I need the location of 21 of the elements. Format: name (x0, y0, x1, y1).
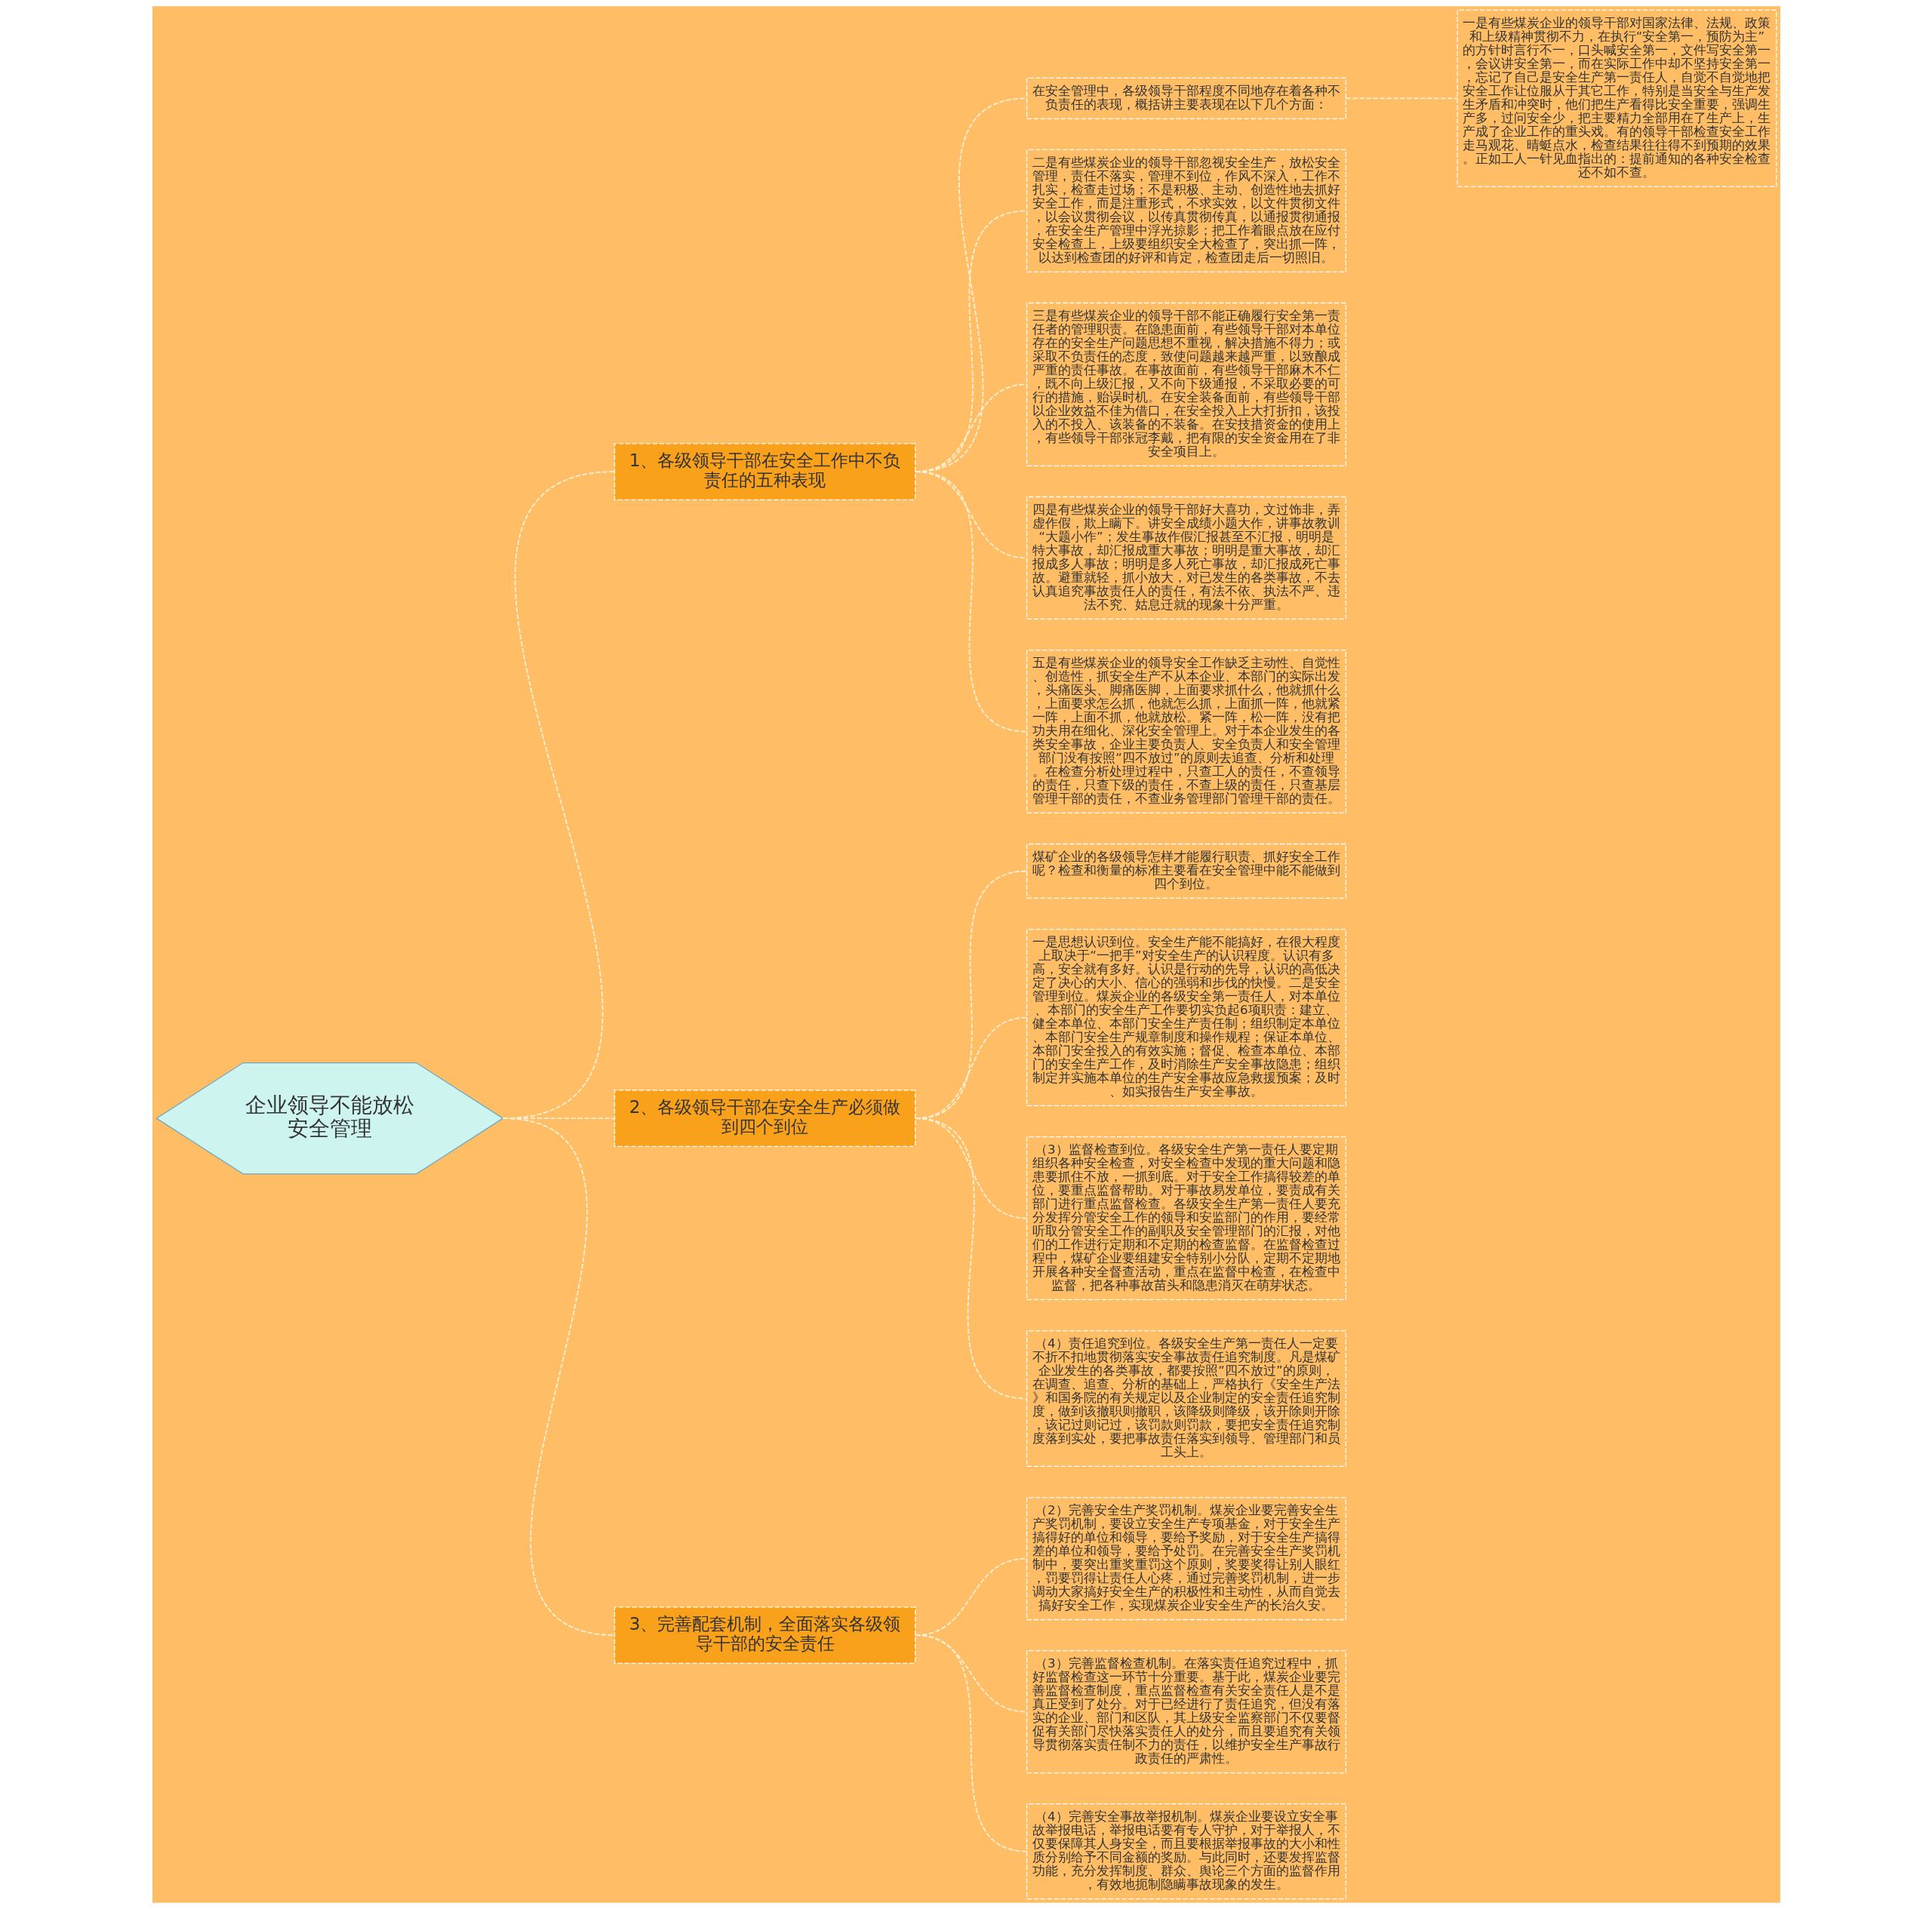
node-box: （4）完善安全事故举报机制。煤炭企业要设立安全事故举报电话，举报电话要有专人守护，对于举报人，不仅要保障其人身安全，而且要根据举报事故的大小和性质分别给予不同金额的奖励。与此同时，还要发挥监督功能，充分发挥制度、群众、舆论三个方面的监督作用，有效地扼制隐瞒事故现象的发生。 (1026, 1803, 1346, 1900)
node-box: （2）完善安全生产奖罚机制。煤炭企业要完善安全生产奖罚机制，要设立安全生产专项基金，对于安全生产搞得好的单位和领导，要给予奖励，对于安全生产搞得差的单位和领导，要给予处罚。在完善安全生产奖罚机制中，要突出重奖重罚这个原则，奖要奖得让别人眼红，罚要罚得让责任人心疼，通过完善奖罚机制，进一步调动大家搞好安全生产的积极性和主动性，从而自觉去搞好安全工作，实现煤炭企业安全生产的长治久安。 (1026, 1496, 1346, 1621)
node-box: 3、完善配套机制，全面落实各级领导干部的安全责任 (614, 1606, 915, 1664)
node-box: （3）完善监督检查机制。在落实责任追究过程中，抓好监督检查这一环节十分重要。基于此，煤炭企业要完善监督检查制度，重点监督检查有关安全责任人是不是真正受到了处分。对于已经进行了责任追究，但没有落实的企业、部门和区队，其上级安全监察部门不仅要督促有关部门尽快落实责任人的处分，而且要追究有关领导贯彻落实责任制不力的责任，以维护安全生产事故行政责任的严肃性。 (1026, 1649, 1346, 1774)
connector (914, 471, 1027, 733)
node-box: 四是有些煤炭企业的领导干部好大喜功，文过饰非，弄虚作假，欺上瞒下。讲安全成绩小题大作，讲事故教训“大题小作”；发生事故作假汇报甚至不汇报，明明是特大事故，却汇报成重大事故；明明是重大事故，却汇报成多人事故；明明是多人死亡事故，却汇报成死亡事故。避重就轻，抓小放大，对已发生的各类事故，不去认真追究事故责任人的责任，有法不依、执法不严、违法不究、姑息迁就的现象十分严重。 (1026, 496, 1346, 620)
connector (914, 1117, 1027, 1400)
node-box: 一是有些煤炭企业的领导干部对国家法律、法规、政策和上级精神贯彻不力，在执行“安全第一，预防为主”的方针时言行不一，口头喊安全第一，文件写安全第一，会议讲安全第一，而在实际工作中却不坚持安全第一，忘记了自己是安全生产第一责任人，自觉不自觉地把安全工作让位服从于其它工作，特别是当安全与生产发生矛盾和冲突时，他们把生产看得比安全重要，强调生产多，过问安全少，把主要精力全部用在了生产上，生产成了企业工作的重头戏。有的领导干部检查安全工作走马观花、晴蜓点水，检查结果往往得不到预期的效果。正如工人一针见血指出的：提前通知的各种安全检查还不如不查。 (1456, 9, 1777, 187)
node-box: 三是有些煤炭企业的领导干部不能正确履行安全第一责任者的管理职责。在隐患面前，有些领导干部对本单位存在的安全生产问题思想不重视，解决措施不得力；或采取不负责任的态度，致使问题越来越严重，以致酿成严重的责任事故。在事故面前，有些领导干部麻木不仁，既不向上级汇报，又不向下级通报，不采取必要的可行的措施，贻误时机。在安全装备面前，有些领导干部以企业效益不佳为借口，在安全投入上大打折扣，该投入的不投入、该装备的不装备。在安技措资金的使用上，有些领导干部张冠李戴，把有限的安全资金用在了非安全项目上。 (1026, 302, 1346, 466)
node-box: （3）监督检查到位。各级安全生产第一责任人要定期组织各种安全检查，对安全检查中发现的重大问题和隐患要抓住不放，一抓到底。对于安全工作搞得较差的单位，要重点监督帮助。对于事故易发单位，要责成有关部门进行重点监督检查。各级安全生产第一责任人要充分发挥分管安全工作的领导和安监部门的作用，要经常听取分管安全工作的副职及安全管理部门的汇报，对他们的工作进行定期和不定期的检查监督。在监督检查过程中，煤矿企业要组建安全特别小分队，定期不定期地开展各种安全督查活动，重点在监督中检查，在检查中监督，把各种事故苗头和隐患消灭在萌芽状态。 (1026, 1136, 1346, 1301)
node-box: 在安全管理中，各级领导干部程度不同地存在着各种不负责任的表现，概括讲主要表现在以下几个方面： (1026, 77, 1346, 119)
node-box: （4）责任追究到位。各级安全生产第一责任人一定要不折不扣地贯彻落实安全事故责任追究制度。凡是煤矿企业发生的各类事故，都要按照“四不放过”的原则，在调查、追查、分析的基础上，严格执行《安全生产法》和国务院的有关规定以及企业制定的安全责任追究制度，做到该撤职则撤职，该降级则降级，该开除则开除，该记过则记过，该罚款则罚款，要把安全责任追究制度落到实处，要把事故责任落实到领导、管理部门和员工头上。 (1026, 1330, 1346, 1468)
node-box: 一是思想认识到位。安全生产能不能搞好，在很大程度上取决于“一把手”对安全生产的认识程度。认识有多高，安全就有多好。认识是行动的先导，认识的高低决定了决心的大小、信心的强弱和步伐的快慢。二是安全管理到位。煤炭企业的各级安全第一责任人，对本单位、本部门的安全生产工作要切实负起6项职责：建立、健全本单位、本部门安全生产责任制；组织制定本单位、本部门安全生产规章制度和操作规程；保证本单位、本部门安全投入的有效实施；督促、检查本单位、本部门的安全生产工作，及时消除生产安全事故隐患；组织制定并实施本单位的生产安全事故应急救援预案；及时、如实报告生产安全事故。 (1026, 928, 1346, 1107)
connector (914, 1634, 1027, 1852)
node-box: 1、各级领导干部在安全工作中不负责任的五种表现 (614, 443, 915, 500)
node-box: 煤矿企业的各级领导怎样才能履行职责、抓好安全工作呢？检查和衡量的标准主要看在安全管理中能不能做到四个到位。 (1026, 843, 1346, 899)
node-box: 五是有些煤炭企业的领导安全工作缺乏主动性、自觉性、创造性，抓安全生产不从本企业、本部门的实际出发，头痛医头、脚痛医脚，上面要求抓什么，他就抓什么，上面要求怎么抓，他就怎么抓，上面抓一阵，他就紧一阵，上面不抓，他就放松。紧一阵，松一阵，没有把功夫用在细化、深化安全管理上。对于本企业发生的各类安全事故，企业主要负责人、安全负责人和安全管理部门没有按照“四不放过”的原则去追查、分析和处理。在检查分析处理过程中，只查工人的责任，不查领导的责任，只查下级的责任，不查上级的责任，只查基层管理干部的责任，不查业务管理部门管理干部的责任。 (1026, 649, 1346, 814)
node-box: 二是有些煤炭企业的领导干部忽视安全生产，放松安全管理，责任不落实，管理不到位，作风不深入，工作不扎实，检查走过场；不是积极、主动、创造性地去抓好安全工作，而是注重形式，不求实效，以文件贯彻文件，以会议贯彻会议，以传真贯彻传真，以通报贯彻通报，在安全生产管理中浮光掠影；把工作着眼点放在应付安全检查上，上级要组织安全大检查了，突出抓一阵，以达到检查团的好评和肯定，检查团走后一切照旧。 (1026, 149, 1346, 272)
node-box: 2、各级领导干部在安全生产必须做到四个到位 (614, 1090, 915, 1148)
connector (1344, 97, 1458, 100)
connector (502, 1117, 615, 1636)
